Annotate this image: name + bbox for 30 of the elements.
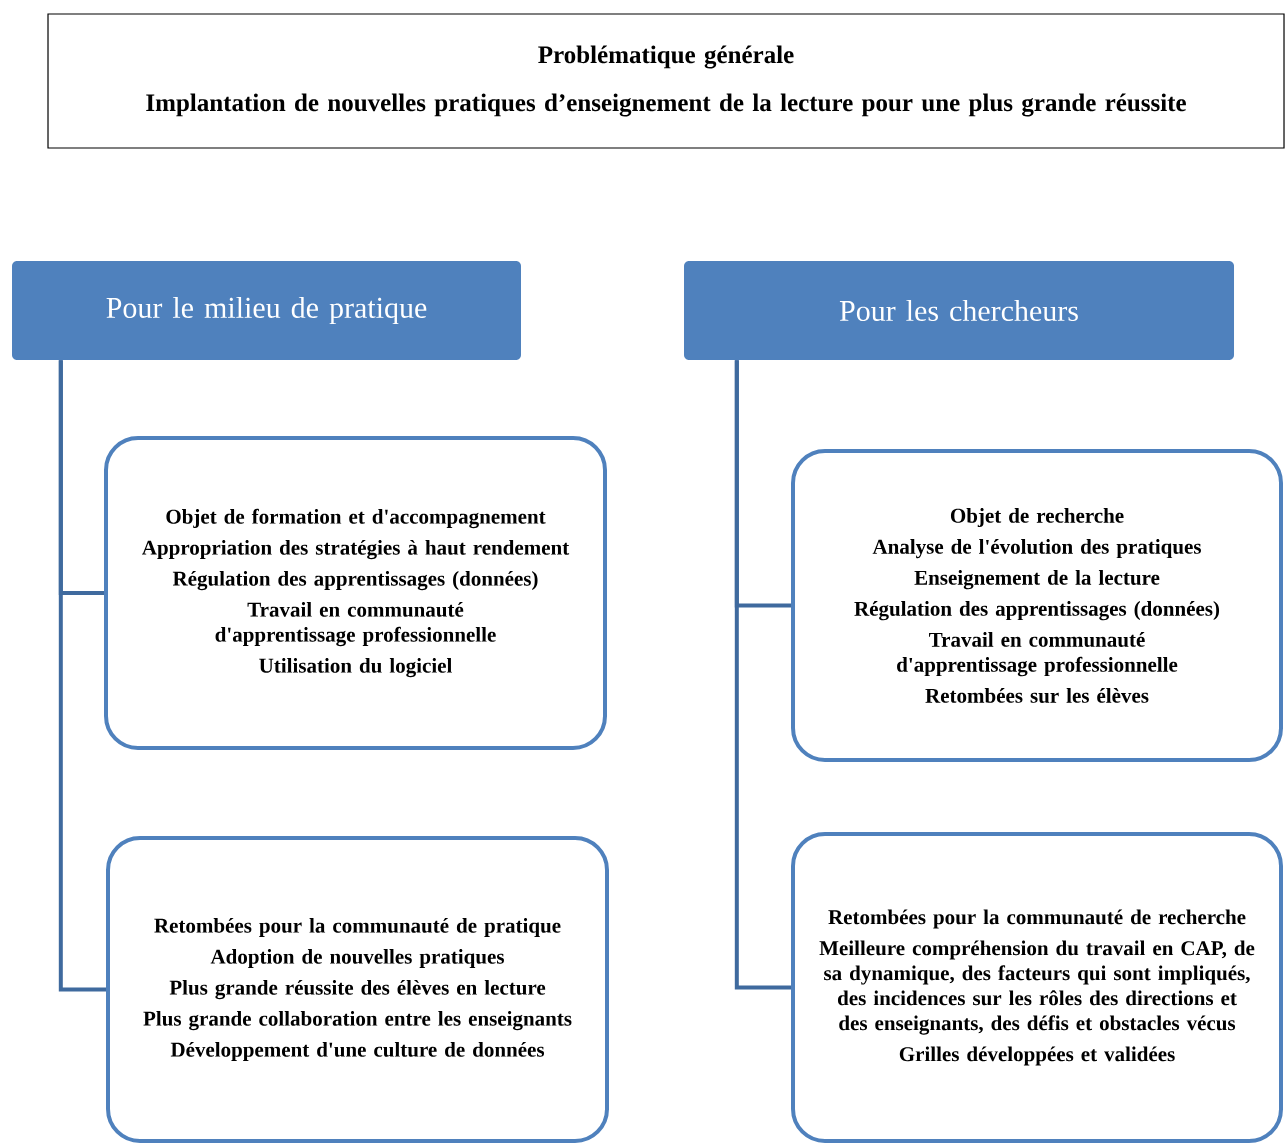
rounded-box (791, 832, 1283, 1143)
problem-box (47, 13, 1285, 149)
box-item: Enseignement de la lecture (914, 570, 1160, 590)
box-heading: Retombées pour la communauté de pratique (154, 917, 561, 938)
heading-banner: Pour les chercheurs (684, 261, 1234, 360)
box-item: Appropriation des stratégies à haut rendement (142, 540, 570, 560)
box-item: Régulation des apprentissages (données) (854, 601, 1220, 621)
box-item: Utilisation du logiciel (259, 658, 452, 678)
box-text: Implantation de nouvelles pratiques d’enseignement de la lecture pour une plus grande réussite (146, 93, 1186, 117)
box-heading: Problématique générale (538, 45, 794, 69)
box-item: Adoption de nouvelles pratiques (210, 949, 504, 969)
box-item: Travail en communauté d'apprentissage professionnelle (215, 602, 496, 647)
box-item: Régulation des apprentissages (données) (172, 571, 538, 591)
box-item: Meilleure compréhension du travail en CAP, de sa dynamique, des facteurs qui sont impliqués, des incidences sur les rôles des directions et des enseignants, des défis et obstacles vécus (819, 940, 1255, 1035)
box-item: Analyse de l'évolution des pratiques (872, 539, 1201, 559)
box-heading: Objet de formation et d'accompagnement (166, 508, 546, 529)
box-item: Plus grande collaboration entre les enseignants (143, 1011, 572, 1031)
heading-banner: Pour le milieu de pratique (12, 261, 521, 360)
box-item: Travail en communauté d'apprentissage professionnelle (897, 632, 1178, 677)
box-item: Retombées sur les élèves (925, 688, 1149, 703)
box-heading: Retombées pour la communauté de recherche (828, 909, 1246, 929)
box-item: Grilles développées et validées (899, 1046, 1175, 1066)
rounded-box (791, 449, 1283, 762)
box-item: Développement d'une culture de données (170, 1041, 545, 1062)
connector-line (734, 360, 791, 990)
connector-line (58, 360, 106, 992)
rounded-box (106, 836, 609, 1143)
box-heading: Objet de recherche (950, 508, 1124, 528)
rounded-box (104, 436, 607, 750)
box-item: Plus grande réussite des élèves en lecture (169, 979, 546, 1000)
